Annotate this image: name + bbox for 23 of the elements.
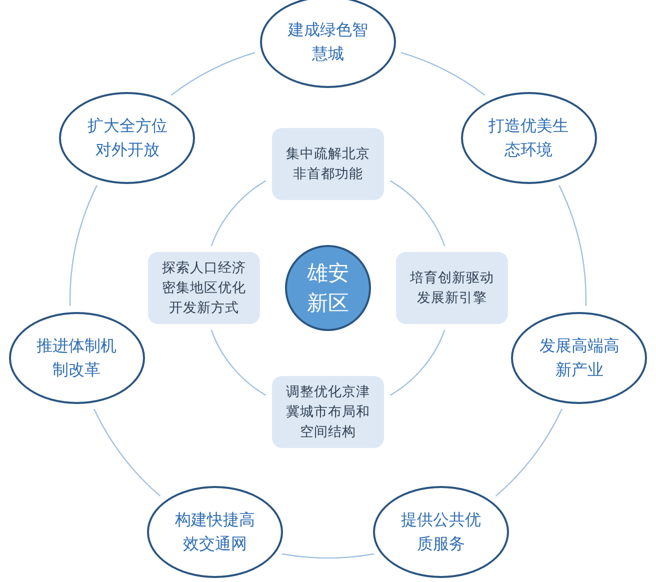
ring-arc-line <box>558 185 586 306</box>
ring-arc-line <box>400 52 486 96</box>
goal-ellipse: 扩大全方位对外开放 <box>59 92 196 184</box>
goal-ellipse: 构建快捷高效交通网 <box>146 486 283 578</box>
task-box: 集中疏解北京非首都功能 <box>272 128 384 200</box>
ring-arc-line <box>210 330 266 396</box>
task-box: 调整优化京津冀城市布局和空间结构 <box>272 376 384 448</box>
ring-arc-line <box>282 553 374 559</box>
goal-ellipse: 发展高端高新产业 <box>511 312 648 404</box>
goal-ellipse: 推进体制机制改革 <box>8 312 145 404</box>
ring-arc-line <box>170 52 256 96</box>
ring-arc-line <box>210 180 266 246</box>
ring-arc-line <box>495 408 562 497</box>
ring-arc-line <box>94 408 161 497</box>
ring-arc-line <box>390 180 446 246</box>
goal-ellipse: 提供公共优质服务 <box>373 486 510 578</box>
goal-ellipse: 建成绿色智慧城 <box>260 0 396 88</box>
task-box: 探索人口经济密集地区优化开发新方式 <box>148 252 260 324</box>
center-circle: 雄安新区 <box>285 245 371 331</box>
task-box: 培育创新驱动发展新引擎 <box>396 252 508 324</box>
goal-ellipse: 打造优美生态环境 <box>460 92 596 184</box>
ring-arc-line <box>70 185 98 306</box>
ring-arc-line <box>390 330 446 396</box>
